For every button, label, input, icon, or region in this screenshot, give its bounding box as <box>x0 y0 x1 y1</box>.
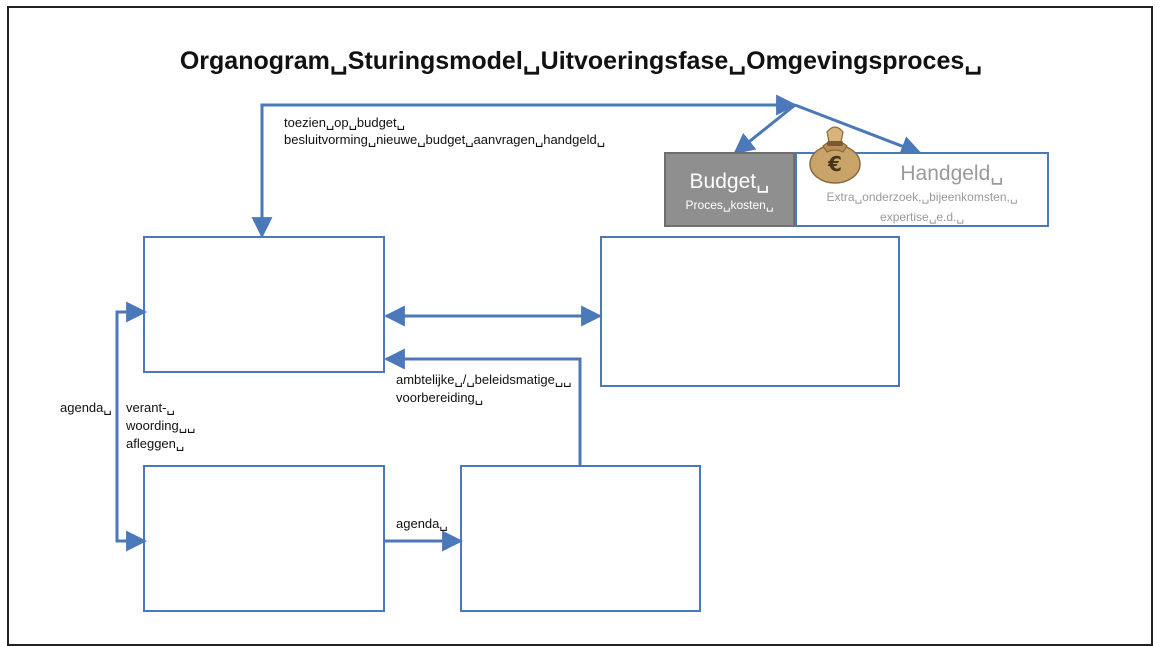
arrow-left-loop <box>115 301 148 552</box>
arrow-to-handgeld <box>794 103 922 157</box>
budget-box: Budget␣ Proces␣kosten␣ <box>664 152 795 227</box>
left-label-afleggen: afleggen␣ <box>126 436 185 451</box>
handgeld-title: Handgeld␣ <box>900 162 1004 185</box>
box-top-left <box>143 236 385 373</box>
left-label-verant: verant-␣ <box>126 400 175 415</box>
euro-symbol: € <box>827 152 842 176</box>
middle-label-line1: ambtelijke␣/␣beleidsmatige␣␣ <box>396 372 572 387</box>
budget-title: Budget␣ <box>689 170 770 193</box>
top-arrow-label-line1: toezien␣op␣budget␣ <box>284 115 405 130</box>
arrow-preparation <box>383 348 582 465</box>
middle-label-line2: voorbereiding␣ <box>396 390 484 405</box>
box-top-right <box>600 236 900 387</box>
bottom-agenda-label: agenda␣ <box>396 516 448 531</box>
handgeld-line1: Extra␣onderzoek,␣bijeenkomsten,␣ <box>826 190 1018 204</box>
budget-subtitle: Proces␣kosten␣ <box>685 198 774 212</box>
left-label-woording: woording␣␣ <box>126 418 196 433</box>
top-arrow-label-line2: besluitvorming␣nieuwe␣budget␣aanvragen␣h… <box>284 132 605 147</box>
handgeld-box: Handgeld␣ Extra␣onderzoek,␣bijeenkomsten… <box>795 152 1049 227</box>
left-label-agenda: agenda␣ <box>60 400 112 415</box>
money-bag-icon: € <box>809 126 861 184</box>
box-bottom-middle <box>460 465 701 612</box>
box-bottom-left <box>143 465 385 612</box>
arrow-top-oversight <box>251 94 798 239</box>
handgeld-line2: expertise␣e.d.␣ <box>880 210 964 224</box>
page-title: Organogram␣Sturingsmodel␣Uitvoeringsfase… <box>179 47 983 75</box>
arrow-to-budget <box>733 103 796 155</box>
